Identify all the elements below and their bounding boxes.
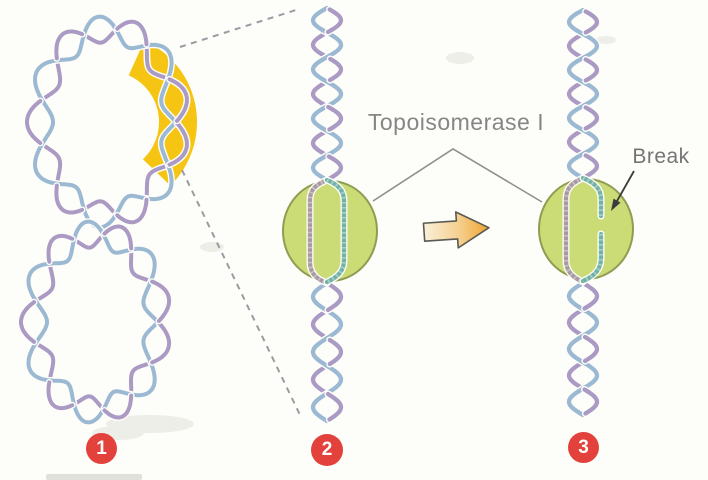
step-1-badge: 1	[86, 433, 117, 464]
topoisomerase-enzyme-circle-2	[282, 180, 378, 282]
topoisomerase-leader-line	[372, 148, 543, 203]
topoisomerase-enzyme-circle-3	[538, 178, 634, 280]
break-pointer-arrow	[611, 170, 635, 211]
step-3-number: 3	[578, 436, 589, 458]
dna-helix-3	[565, 6, 601, 419]
unwound-strands-2	[306, 176, 348, 287]
unwound-strands-3-with-break	[562, 174, 605, 286]
step-2-number: 2	[321, 439, 333, 460]
relaxed-dna-helix-2	[309, 4, 345, 425]
step-2-badge: 2	[311, 434, 343, 466]
transition-arrow-icon	[422, 211, 490, 249]
break-label: Break	[632, 145, 690, 168]
supercoiled-dna	[17, 13, 191, 426]
step-3-badge: 3	[568, 432, 599, 463]
topoisomerase-label: Topoisomerase I	[367, 109, 545, 135]
step-1-number: 1	[96, 437, 107, 459]
zoom-indicator-dashes	[179, 8, 302, 418]
print-smudges	[46, 36, 616, 480]
